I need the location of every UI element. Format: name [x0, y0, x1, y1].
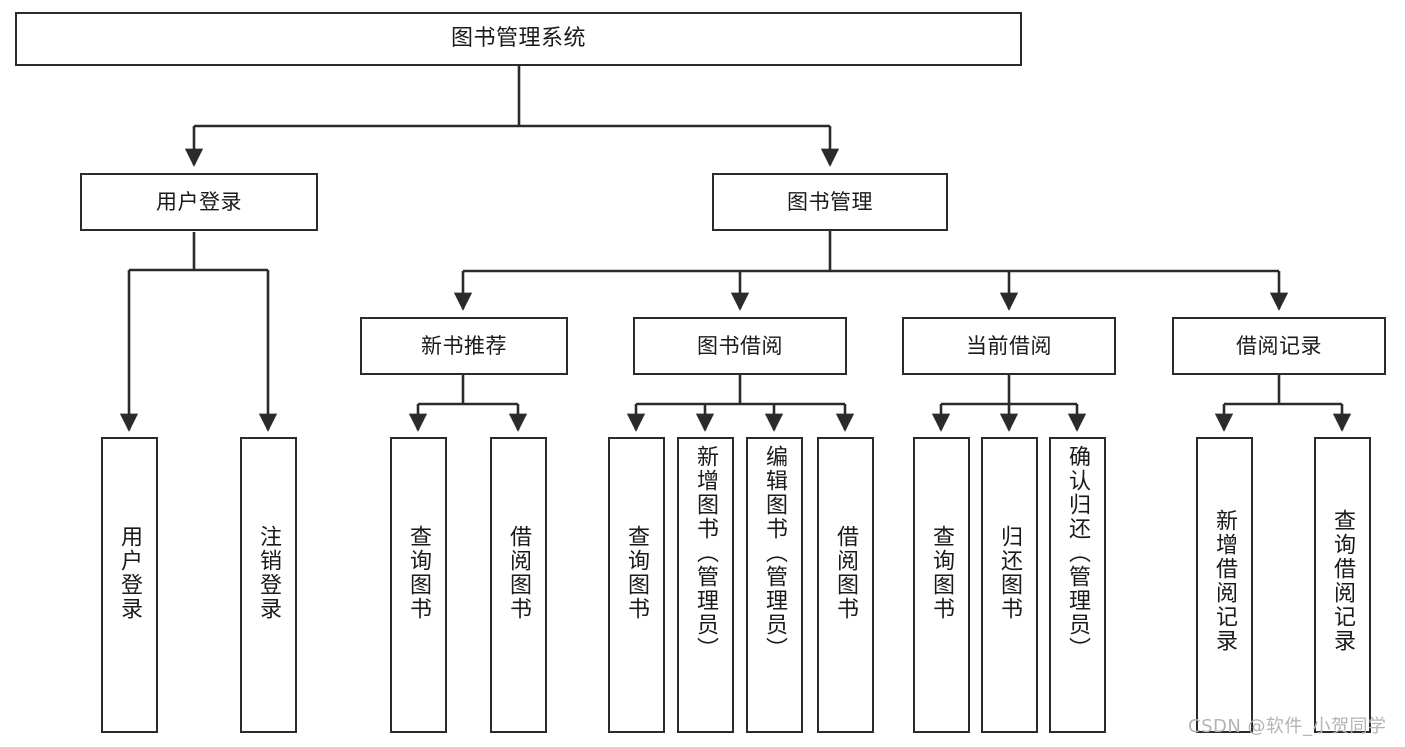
node-leaf-edit-book[interactable]: 编辑图书（管理员） [746, 437, 803, 733]
node-leaf-query-record-label: 查询借阅记录 [1330, 509, 1356, 653]
node-leaf-confirm-return-label: 确认归还（管理员） [1065, 445, 1091, 661]
node-leaf-query-book-1-label: 查询图书 [406, 525, 432, 621]
node-user-login-label: 用户登录 [156, 189, 242, 214]
node-new-book-rec[interactable]: 新书推荐 [360, 317, 568, 375]
node-leaf-add-book[interactable]: 新增图书（管理员） [677, 437, 734, 733]
node-new-book-rec-label: 新书推荐 [421, 333, 507, 358]
node-root[interactable]: 图书管理系统 [15, 12, 1022, 66]
node-leaf-user-login-label: 用户登录 [117, 525, 143, 621]
node-leaf-return-book-label: 归还图书 [997, 525, 1023, 621]
node-leaf-borrow-book-2-label: 借阅图书 [833, 525, 859, 621]
node-leaf-add-book-label: 新增图书（管理员） [693, 445, 719, 661]
node-leaf-query-book-2-label: 查询图书 [624, 525, 650, 621]
node-borrow-record[interactable]: 借阅记录 [1172, 317, 1386, 375]
node-leaf-confirm-return[interactable]: 确认归还（管理员） [1049, 437, 1106, 733]
node-book-borrow-label: 图书借阅 [697, 333, 783, 358]
node-book-borrow[interactable]: 图书借阅 [633, 317, 847, 375]
node-leaf-borrow-book-2[interactable]: 借阅图书 [817, 437, 874, 733]
node-leaf-add-record[interactable]: 新增借阅记录 [1196, 437, 1253, 733]
node-user-login[interactable]: 用户登录 [80, 173, 318, 231]
node-leaf-query-book-3-label: 查询图书 [929, 525, 955, 621]
node-current-borrow-label: 当前借阅 [966, 333, 1052, 358]
csdn-watermark: CSDN @软件_小贺同学 [1188, 716, 1387, 737]
node-leaf-query-book-2[interactable]: 查询图书 [608, 437, 665, 733]
node-book-manage[interactable]: 图书管理 [712, 173, 948, 231]
node-borrow-record-label: 借阅记录 [1236, 333, 1322, 358]
node-leaf-query-book-1[interactable]: 查询图书 [390, 437, 447, 733]
node-leaf-logout-label: 注销登录 [256, 525, 282, 621]
node-book-manage-label: 图书管理 [787, 189, 873, 214]
node-leaf-query-record[interactable]: 查询借阅记录 [1314, 437, 1371, 733]
node-leaf-borrow-book-1-label: 借阅图书 [506, 525, 532, 621]
node-leaf-borrow-book-1[interactable]: 借阅图书 [490, 437, 547, 733]
node-leaf-logout[interactable]: 注销登录 [240, 437, 297, 733]
node-leaf-edit-book-label: 编辑图书（管理员） [762, 445, 788, 661]
node-leaf-add-record-label: 新增借阅记录 [1212, 509, 1238, 653]
node-leaf-return-book[interactable]: 归还图书 [981, 437, 1038, 733]
node-current-borrow[interactable]: 当前借阅 [902, 317, 1116, 375]
node-leaf-query-book-3[interactable]: 查询图书 [913, 437, 970, 733]
node-leaf-user-login[interactable]: 用户登录 [101, 437, 158, 733]
node-root-label: 图书管理系统 [450, 26, 586, 52]
